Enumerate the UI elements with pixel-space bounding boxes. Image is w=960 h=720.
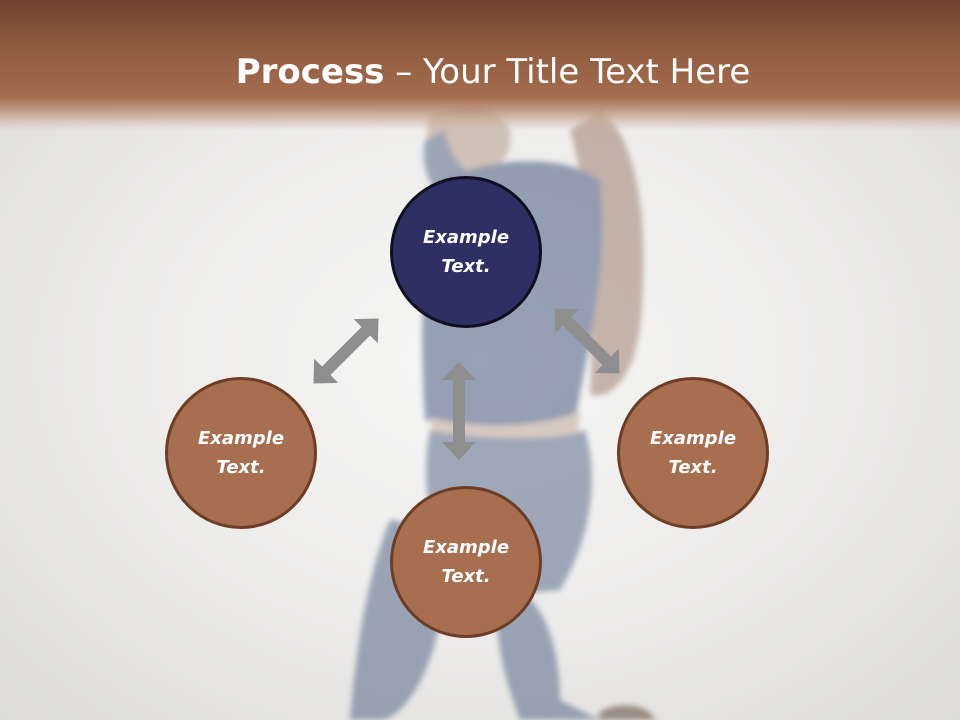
slide-title: Process – Your Title Text Here bbox=[0, 52, 960, 92]
process-node-top: Example Text. bbox=[390, 176, 542, 328]
process-node-right: Example Text. bbox=[617, 377, 769, 529]
title-bar bbox=[0, 0, 960, 130]
node-label: Example Text. bbox=[197, 428, 285, 478]
node-label: Example Text. bbox=[649, 428, 737, 478]
process-node-left: Example Text. bbox=[165, 377, 317, 529]
double-arrow-icon bbox=[442, 362, 476, 460]
title-rest: – Your Title Text Here bbox=[384, 52, 751, 92]
title-bold: Process bbox=[235, 52, 385, 92]
node-label: Example Text. bbox=[422, 227, 510, 277]
double-arrow-icon bbox=[554, 308, 620, 374]
node-label: Example Text. bbox=[422, 537, 510, 587]
double-arrow-icon bbox=[313, 318, 379, 384]
process-node-bottom: Example Text. bbox=[390, 486, 542, 638]
